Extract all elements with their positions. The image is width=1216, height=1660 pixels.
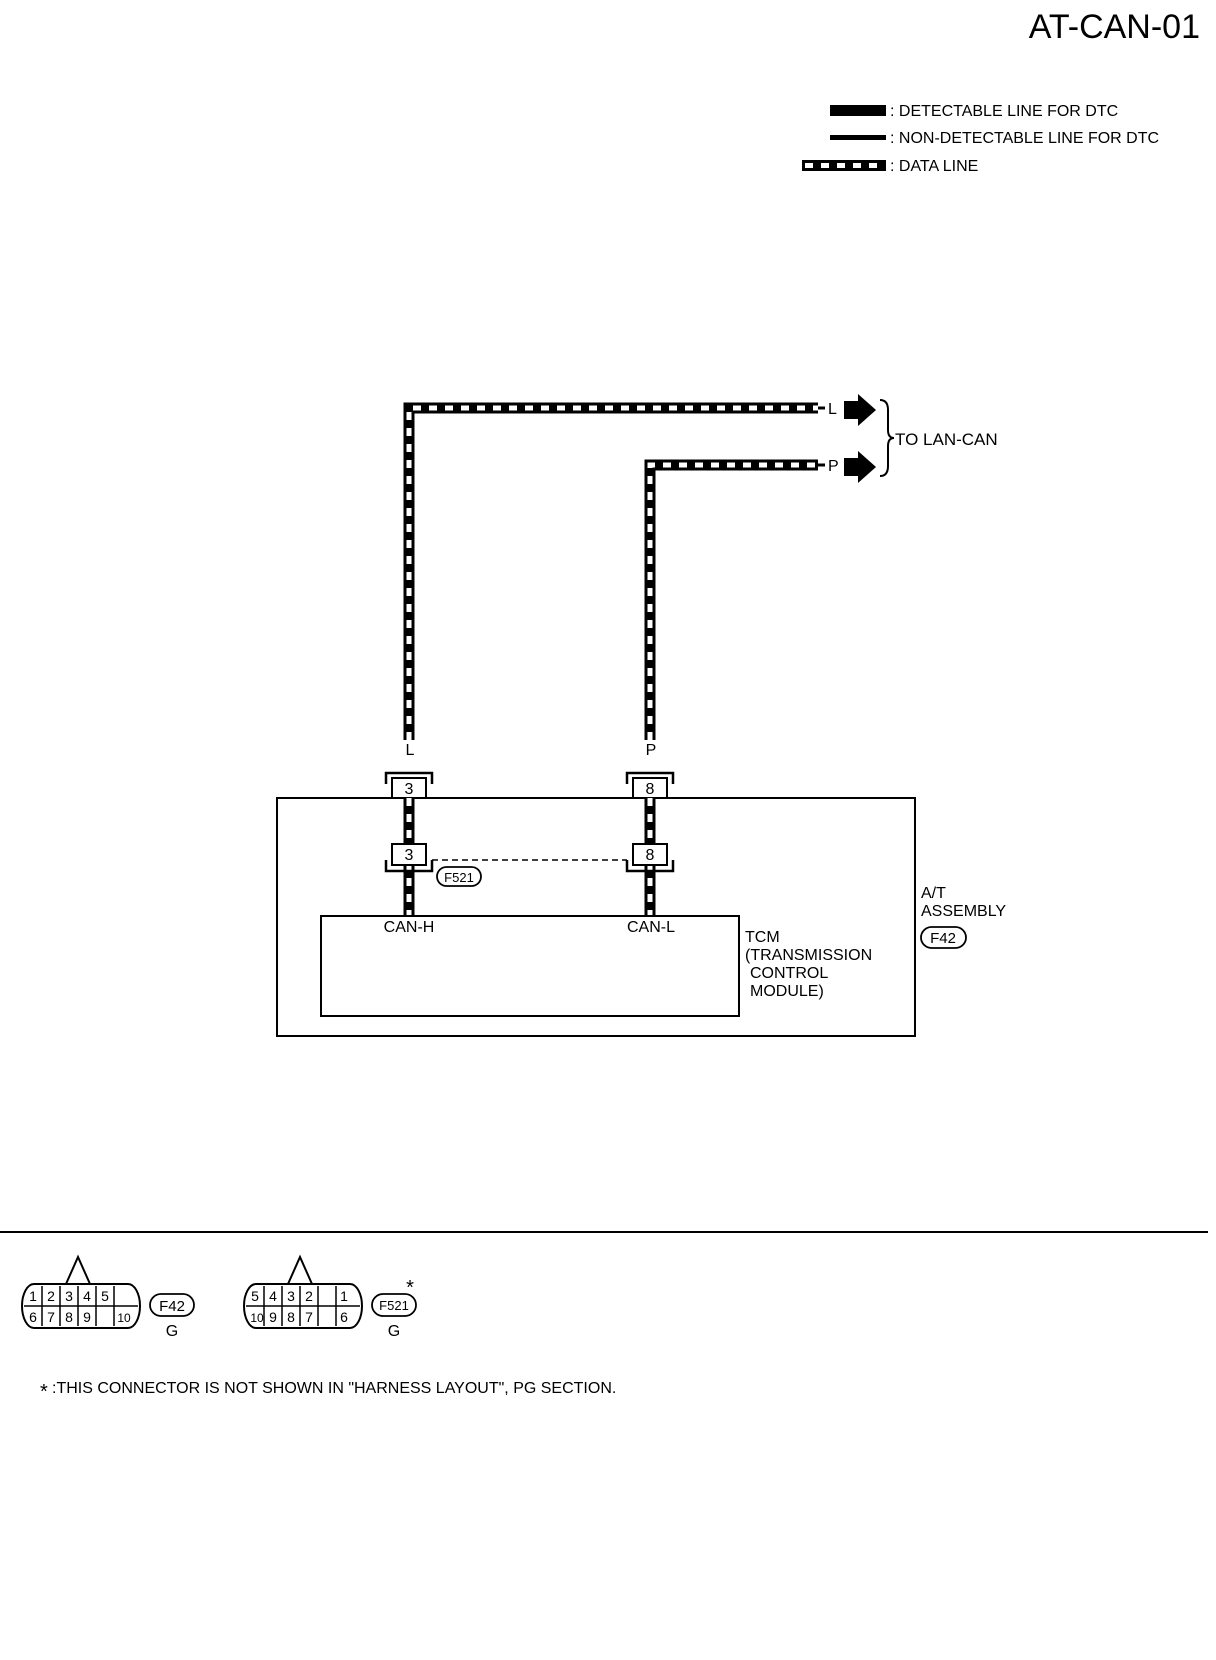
- assembly-label-line-2: ASSEMBLY: [921, 903, 1006, 920]
- outer-pin-right: 8: [646, 781, 655, 798]
- legend-swatch-detectable: [830, 105, 886, 116]
- at-assembly-box: [276, 797, 916, 1037]
- connector-view-f521: 5 4 3 2 1 10 9 8 7 6 F521 * G: [243, 1254, 417, 1340]
- inner-pin-right: 8: [646, 847, 655, 864]
- tcm-pin-can-l: CAN-L: [627, 919, 675, 936]
- connector-id-badge: [436, 866, 482, 887]
- pin-label: 10: [250, 1311, 264, 1325]
- pin-label: 2: [305, 1288, 313, 1304]
- data-line-can-h-upper: [403, 402, 818, 740]
- pin-label: 9: [83, 1309, 91, 1325]
- pin-label: 1: [340, 1288, 348, 1304]
- pin-label: 1: [29, 1288, 37, 1304]
- connector-view-f42: 1 2 3 4 5 6 7 8 9 10 F42 G: [21, 1254, 195, 1340]
- assembly-connector-badge: [920, 926, 967, 949]
- pin-label: 5: [251, 1288, 259, 1304]
- pin-label: 3: [65, 1288, 73, 1304]
- legend-label-data: : DATA LINE: [890, 158, 978, 175]
- connector-f42-pin-8: 8: [625, 771, 675, 799]
- inner-connector-id: F521: [444, 870, 474, 885]
- data-line-can-l-upper: [644, 459, 818, 740]
- pin-label: 6: [340, 1309, 348, 1325]
- pin-label: 10: [117, 1311, 131, 1325]
- tcm-label-line-1: TCM: [745, 929, 780, 946]
- tcm-label-line-4: MODULE): [750, 983, 824, 1000]
- footnote-mark: *: [40, 1381, 48, 1403]
- outer-pin-left: 3: [405, 781, 414, 798]
- assembly-connector-id: F42: [930, 930, 956, 947]
- legend-label-non-detectable: : NON-DETECTABLE LINE FOR DTC: [890, 130, 1159, 147]
- tcm-pin-can-h: CAN-H: [384, 919, 435, 936]
- connector-view-color: G: [388, 1323, 400, 1340]
- wire-color-lower-l: L: [406, 742, 415, 759]
- wire-color-lower-p: P: [646, 742, 657, 759]
- pin-label: 4: [83, 1288, 91, 1304]
- pin-label: 2: [47, 1288, 55, 1304]
- connector-f521-pin-8: 8: [625, 843, 675, 873]
- pin-label: 7: [305, 1309, 313, 1325]
- legend-label-detectable: : DETECTABLE LINE FOR DTC: [890, 103, 1118, 120]
- inner-pin-left: 3: [405, 847, 414, 864]
- pin-label: 7: [47, 1309, 55, 1325]
- assembly-label-line-1: A/T: [921, 885, 946, 902]
- destination-brace: [879, 399, 895, 477]
- connector-view-asterisk: *: [406, 1277, 414, 1299]
- legend: : DETECTABLE LINE FOR DTC : NON-DETECTAB…: [802, 103, 1159, 175]
- pin-label: 4: [269, 1288, 277, 1304]
- legend-swatch-non-detectable: [830, 135, 886, 140]
- wire-color-upper-l: L: [828, 401, 837, 418]
- arrow-right-icon: [844, 451, 876, 483]
- connector-view-color: G: [166, 1323, 178, 1340]
- tcm-label-line-2: (TRANSMISSION: [745, 947, 872, 964]
- pin-label: 8: [287, 1309, 295, 1325]
- pin-label: 9: [269, 1309, 277, 1325]
- destination-label: TO LAN-CAN: [895, 430, 998, 449]
- arrow-right-icon: [844, 394, 876, 426]
- connector-f42-pin-3: 3: [384, 771, 434, 799]
- page-title: AT-CAN-01: [1029, 8, 1200, 46]
- connector-view-id: F521: [379, 1298, 409, 1313]
- pin-label: 5: [101, 1288, 109, 1304]
- tcm-box: [320, 915, 740, 1017]
- tcm-label-line-3: CONTROL: [750, 965, 828, 982]
- pin-label: 6: [29, 1309, 37, 1325]
- connector-view-id: F42: [159, 1298, 185, 1315]
- pin-label: 3: [287, 1288, 295, 1304]
- footnote-text: :THIS CONNECTOR IS NOT SHOWN IN "HARNESS…: [52, 1380, 616, 1397]
- wire-color-upper-p: P: [828, 458, 839, 475]
- connector-f521-pin-3: 3: [384, 843, 434, 873]
- pin-label: 8: [65, 1309, 73, 1325]
